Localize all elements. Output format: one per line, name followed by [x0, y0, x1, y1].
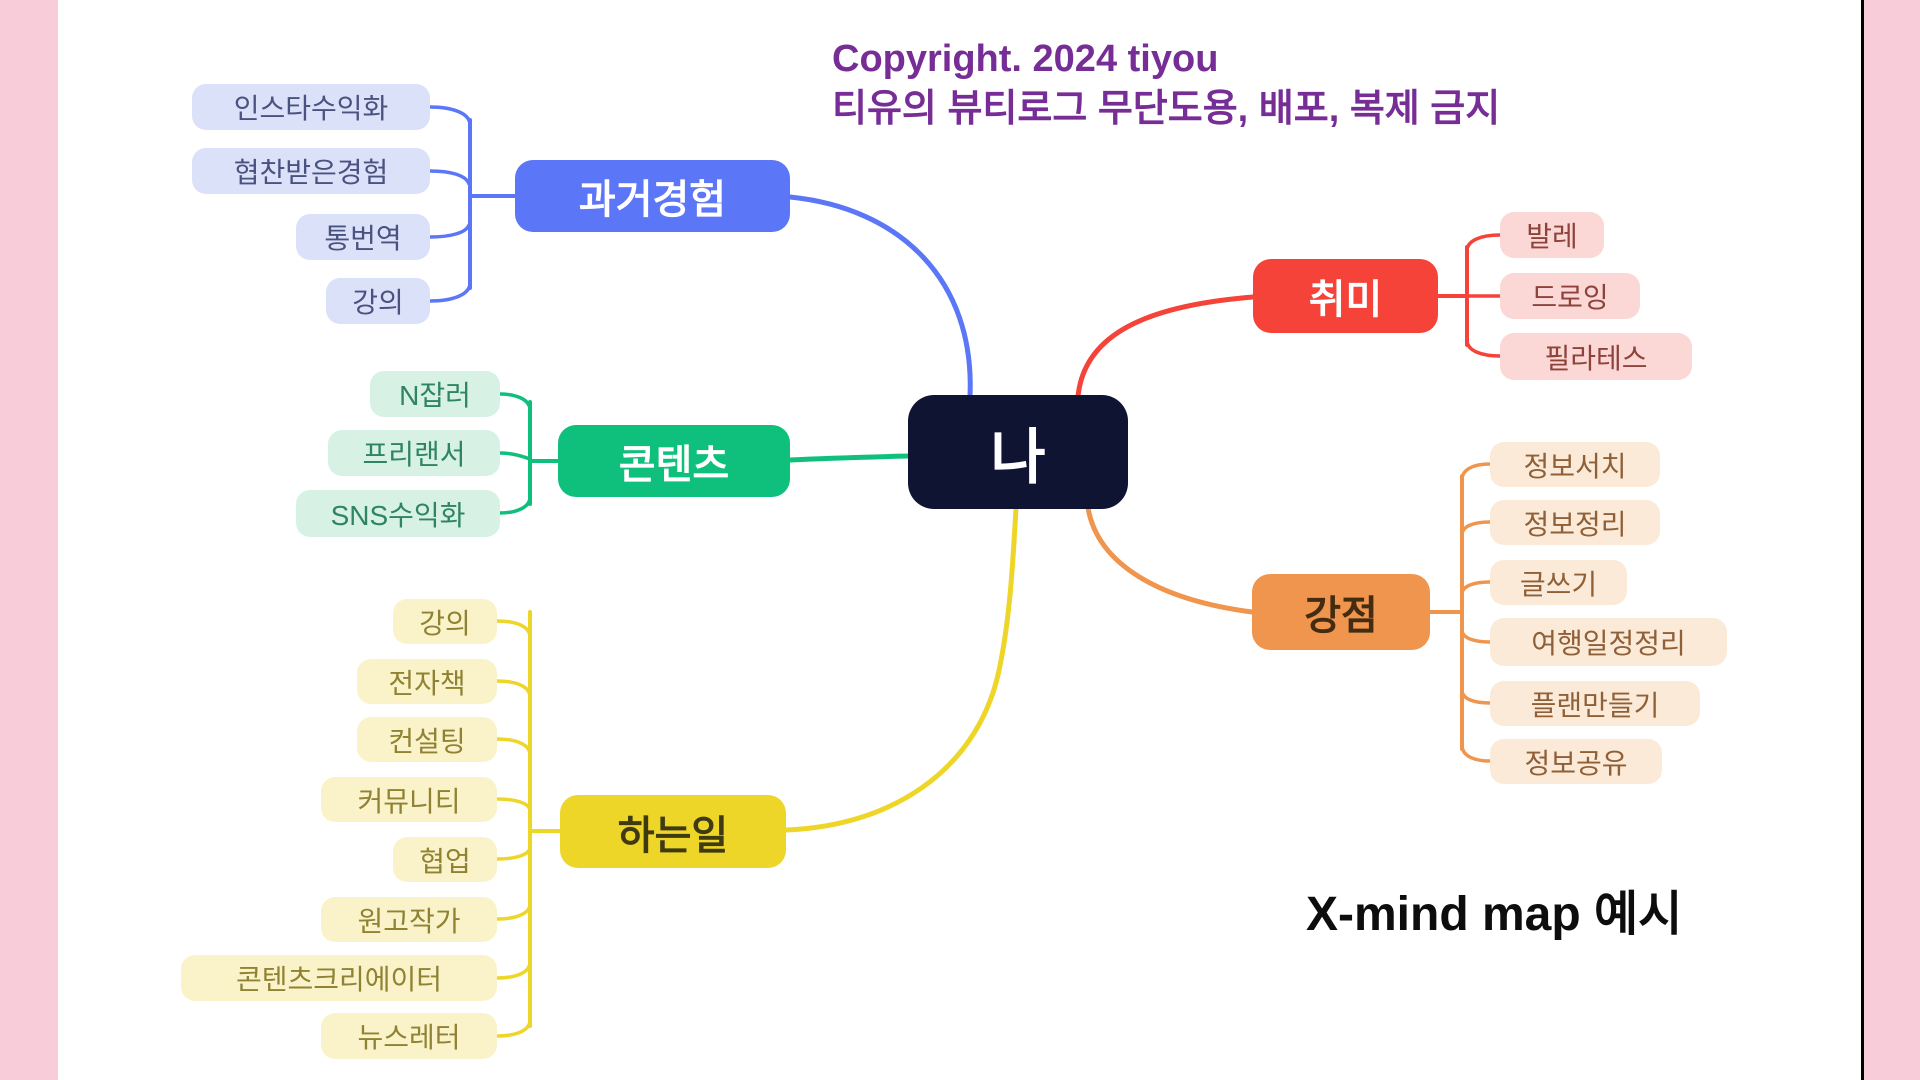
topic-work[interactable]: 하는일 [560, 795, 786, 868]
branch-links-content [498, 392, 911, 515]
subtopic-hobby-0[interactable]: 발레 [1500, 212, 1604, 258]
subtopic-work-5[interactable]: 원고작가 [321, 897, 497, 942]
subtopic-hobby-2[interactable]: 필라테스 [1500, 333, 1692, 380]
copyright-notice: Copyright. 2024 tiyou 티유의 뷰티로그 무단도용, 배포,… [832, 34, 1500, 134]
subtopic-content-1[interactable]: 프리랜서 [328, 430, 500, 476]
root-node[interactable]: 나 [908, 395, 1128, 509]
subtopic-hobby-1[interactable]: 드로잉 [1500, 273, 1640, 319]
branch-links-work [495, 505, 1019, 1038]
subtopic-strength-4[interactable]: 플랜만들기 [1490, 681, 1700, 726]
subtopic-content-2[interactable]: SNS수익화 [296, 490, 500, 537]
branch-links-past-experience [428, 105, 973, 399]
subtopic-strength-3[interactable]: 여행일정정리 [1490, 618, 1727, 666]
caption-text: X-mind map 예시 [1306, 888, 1683, 941]
right-border-line [1861, 0, 1864, 1080]
branch-links-hobby [1075, 233, 1502, 399]
topic-past-experience[interactable]: 과거경험 [515, 160, 790, 232]
subtopic-strength-0[interactable]: 정보서치 [1490, 442, 1660, 487]
subtopic-strength-2[interactable]: 글쓰기 [1490, 560, 1627, 605]
subtopic-strength-1[interactable]: 정보정리 [1490, 500, 1660, 545]
subtopic-past-experience-2[interactable]: 통번역 [296, 214, 430, 260]
copyright-line2: 티유의 뷰티로그 무단도용, 배포, 복제 금지 [832, 88, 1501, 131]
subtopic-past-experience-1[interactable]: 협찬받은경험 [192, 148, 430, 194]
subtopic-past-experience-3[interactable]: 강의 [326, 278, 430, 324]
subtopic-work-4[interactable]: 협업 [393, 837, 497, 882]
subtopic-work-7[interactable]: 뉴스레터 [321, 1013, 497, 1059]
left-pink-strip [0, 0, 58, 1080]
subtopic-work-1[interactable]: 전자책 [357, 659, 497, 704]
subtopic-past-experience-0[interactable]: 인스타수익화 [192, 84, 430, 130]
subtopic-work-0[interactable]: 강의 [393, 599, 497, 644]
subtopic-work-6[interactable]: 콘텐츠크리에이터 [181, 955, 497, 1001]
topic-hobby[interactable]: 취미 [1253, 259, 1438, 333]
topic-content[interactable]: 콘텐츠 [558, 425, 790, 497]
copyright-line1: Copyright. 2024 tiyou [832, 38, 1219, 80]
subtopic-content-0[interactable]: N잡러 [370, 371, 500, 417]
subtopic-work-3[interactable]: 커뮤니티 [321, 777, 497, 822]
branch-links-strength [1085, 462, 1492, 763]
subtopic-work-2[interactable]: 컨설팅 [357, 717, 497, 762]
topic-strength[interactable]: 강점 [1252, 574, 1430, 650]
right-pink-strip [1864, 0, 1920, 1080]
subtopic-strength-5[interactable]: 정보공유 [1490, 739, 1662, 784]
